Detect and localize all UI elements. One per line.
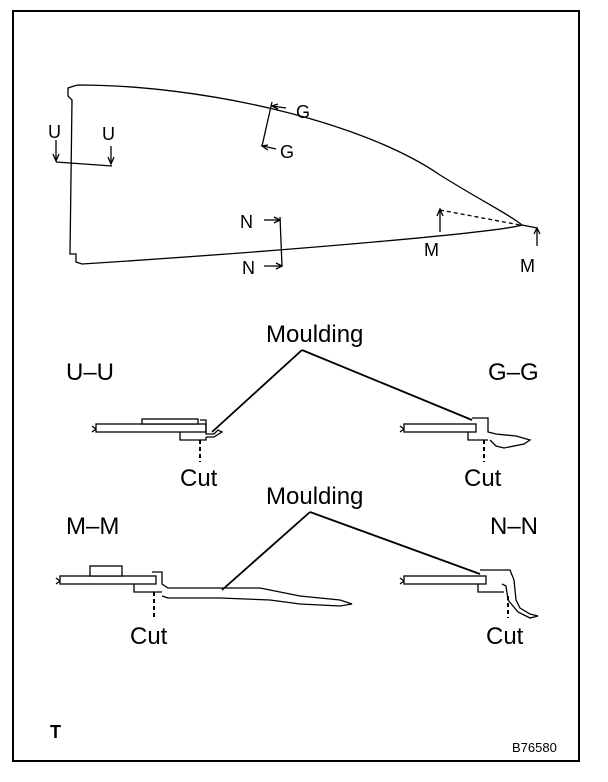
u-right-marker: U (102, 124, 115, 144)
figure-code: B76580 (512, 740, 557, 755)
mm-cut-line (436, 207, 541, 246)
corner-mark: T (50, 722, 61, 742)
n-bottom-marker: N (242, 258, 255, 278)
moulding-leader-bottom (221, 511, 481, 591)
cut-label-gg: Cut (464, 465, 502, 492)
cut-label-nn: Cut (486, 623, 524, 650)
mm-section-drawing (55, 565, 353, 618)
diagram-frame (12, 10, 580, 762)
gg-cut-line (260, 101, 287, 151)
moulding-leader-top (211, 349, 473, 433)
m-right-marker: M (520, 256, 535, 276)
glass-outline (67, 84, 524, 265)
g-bottom-marker: G (280, 142, 294, 162)
cut-label-uu: Cut (180, 465, 218, 492)
g-top-marker: G (296, 102, 310, 122)
section-label-nn: N–N (490, 513, 538, 540)
section-label-uu: U–U (66, 359, 114, 386)
moulding-label-bottom: Moulding (266, 483, 363, 510)
moulding-label-top: Moulding (266, 321, 363, 348)
cut-label-mm: Cut (130, 623, 168, 650)
u-left-marker: U (48, 122, 61, 142)
m-left-marker: M (424, 240, 439, 260)
section-label-mm: M–M (66, 513, 119, 540)
n-top-marker: N (240, 212, 253, 232)
nn-section-drawing (399, 569, 539, 619)
section-label-gg: G–G (488, 359, 539, 386)
uu-section-drawing (91, 418, 224, 462)
nn-cut-line (264, 216, 284, 270)
uu-cut-line (52, 140, 115, 167)
gg-section-drawing (399, 417, 532, 462)
